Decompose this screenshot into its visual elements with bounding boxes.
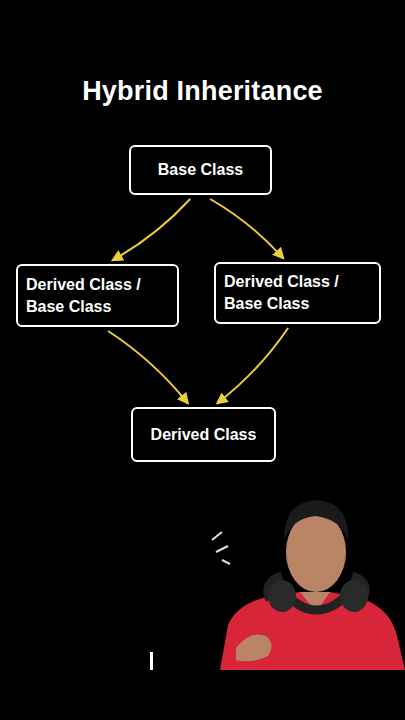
class-box: Derived Class / Base Class	[214, 262, 381, 324]
class-box: Derived Class / Base Class	[16, 264, 179, 327]
hand	[236, 635, 272, 662]
class-label: Derived Class	[151, 424, 257, 446]
class-box: Base Class	[129, 145, 272, 195]
red-shirt	[220, 592, 405, 670]
class-label: Derived Class / Base Class	[26, 274, 169, 318]
inheritance-arrow	[218, 328, 289, 403]
hair	[284, 500, 348, 540]
inheritance-arrow	[113, 199, 190, 260]
scribble	[212, 532, 230, 564]
class-label: Base Class	[158, 159, 243, 181]
mark	[150, 652, 153, 670]
inheritance-arrow	[108, 331, 188, 403]
inheritance-arrow	[210, 199, 283, 258]
class-box: Derived Class	[131, 407, 276, 462]
headphone-cup	[340, 580, 368, 612]
headphone-cup	[268, 580, 296, 612]
presenter	[150, 500, 405, 670]
diagram-title: Hybrid Inheritance	[0, 76, 405, 107]
class-label: Derived Class / Base Class	[224, 271, 371, 315]
